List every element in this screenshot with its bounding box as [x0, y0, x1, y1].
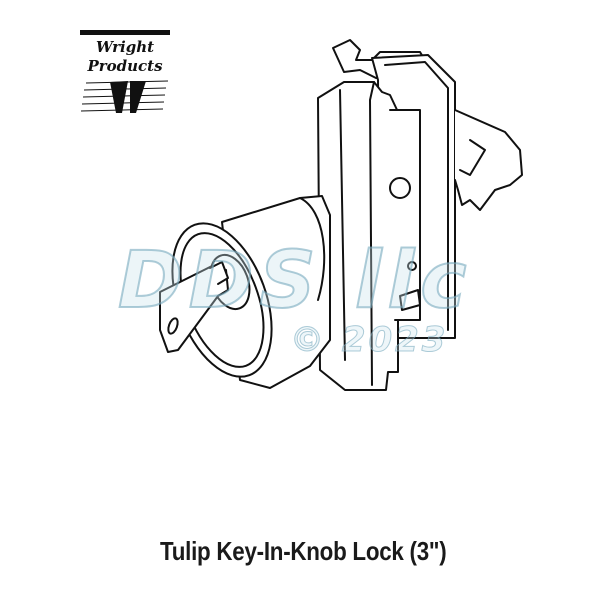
product-title: Tulip Key-In-Knob Lock (3"): [160, 536, 447, 566]
logo-line-2: Products: [87, 57, 163, 75]
logo-line-1: Wright: [95, 38, 155, 56]
logo-bar: [80, 30, 170, 35]
brand-logo: Wright Products: [78, 28, 172, 118]
logo-stripes-icon: [80, 80, 169, 113]
